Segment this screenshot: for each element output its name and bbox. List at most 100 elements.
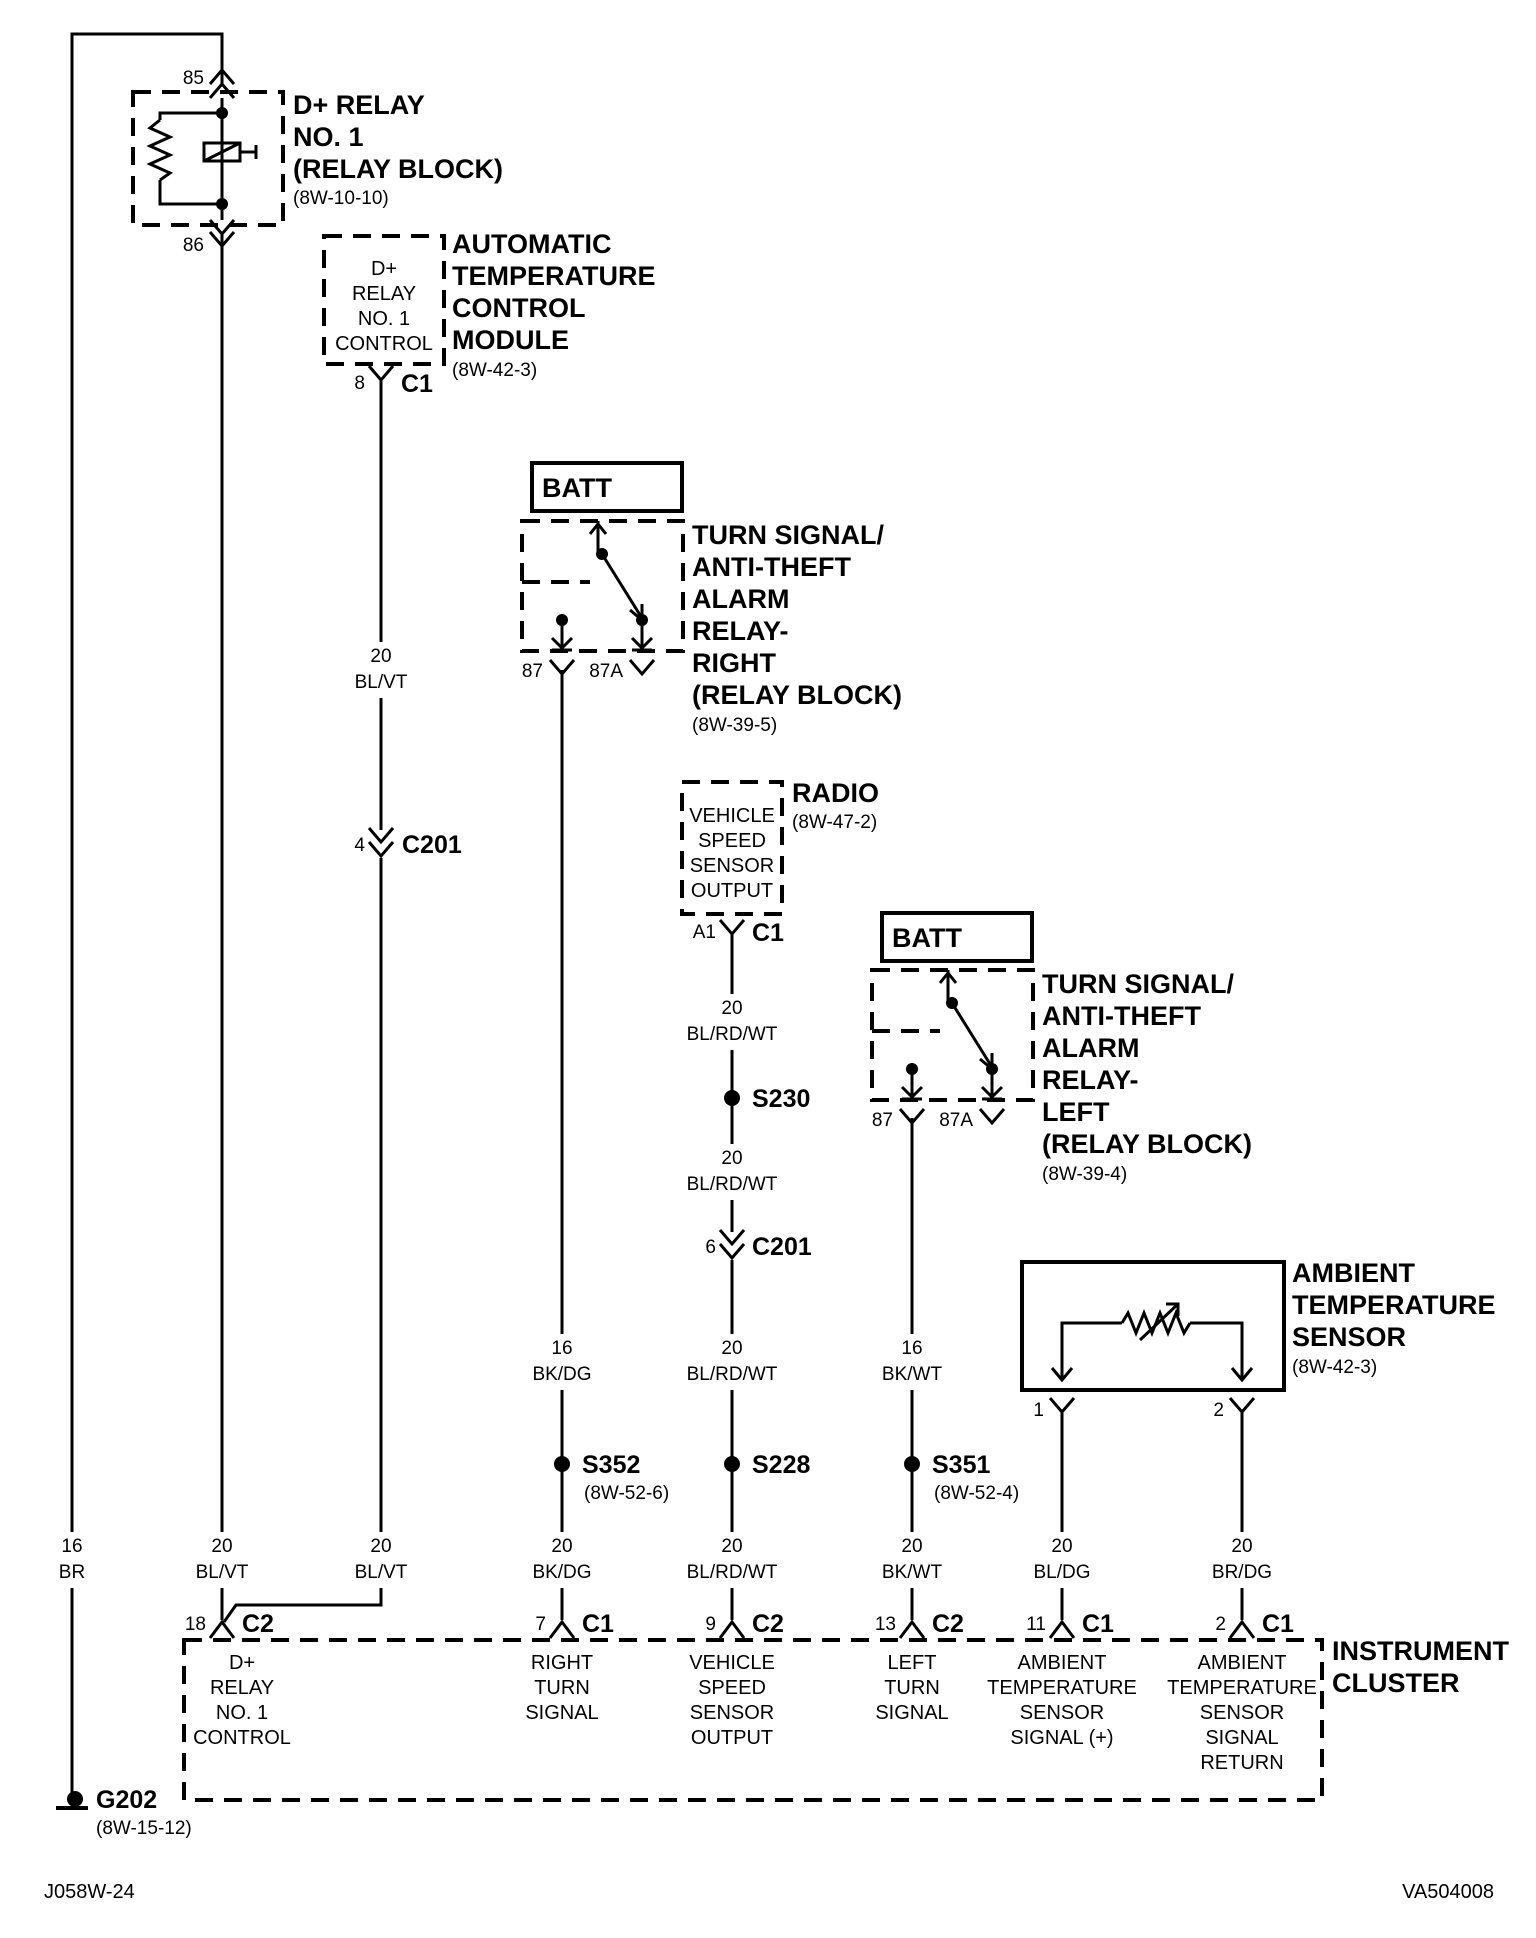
atc-title-4: MODULE	[452, 325, 569, 355]
cluster-pin-18-connector: C2	[242, 1610, 274, 1638]
c201-a-name: C201	[402, 831, 462, 859]
s228-name: S228	[752, 1451, 810, 1479]
cluster-pin-13-label-1: LEFT	[888, 1652, 937, 1674]
inline-connector-c201-b: 6 C201	[705, 1229, 812, 1261]
atc-connector: C1	[401, 370, 433, 398]
sensor-pin-2: 2	[1213, 1400, 1224, 1421]
cluster-pin-13-label-3: SIGNAL	[875, 1702, 948, 1724]
wire-label-blrdwt-d-color: BL/RD/WT	[687, 1562, 778, 1583]
atc-title-3: CONTROL	[452, 293, 585, 323]
s352-ref: (8W-52-6)	[584, 1483, 669, 1504]
cluster-pin-11-label-2: TEMPERATURE	[987, 1677, 1137, 1699]
wire-label-blrdwt-c-color: BL/RD/WT	[687, 1364, 778, 1385]
cluster-pin-9-label-2: SPEED	[698, 1677, 766, 1699]
splice-s351: S351 (8W-52-4)	[904, 1451, 1019, 1504]
right-title-1: TURN SIGNAL/	[692, 520, 884, 550]
radio-box-line-3: SENSOR	[690, 855, 774, 877]
cluster-pin-2-label-5: RETURN	[1200, 1752, 1283, 1774]
cluster-pin-9-label-3: SENSOR	[690, 1702, 774, 1724]
cluster-pin-11-connector: C1	[1082, 1610, 1114, 1638]
wire-16-br	[70, 32, 224, 1797]
radio-box-line-4: OUTPUT	[691, 880, 773, 902]
radio-ref: (8W-47-2)	[792, 812, 877, 833]
cluster-pin-11: 11	[1026, 1614, 1046, 1635]
relay-pin-85: 85	[183, 68, 204, 89]
footer-right-code: VA504008	[1402, 1881, 1494, 1903]
cluster-pin-11-label-3: SENSOR	[1020, 1702, 1104, 1724]
radio-box-line-2: SPEED	[698, 830, 766, 852]
footer-left-code: J058W-24	[44, 1881, 135, 1903]
atc-box-line-4: CONTROL	[335, 333, 433, 355]
wire-label-blrdwt-b-color: BL/RD/WT	[687, 1174, 778, 1195]
s352-name: S352	[582, 1451, 640, 1479]
cluster-pin-9: 9	[705, 1614, 716, 1635]
ground-ref: (8W-15-12)	[96, 1818, 192, 1839]
s351-ref: (8W-52-4)	[934, 1483, 1019, 1504]
turn-relay-left: BATT 87 87A TURN SIGNAL/ ANTI-THEFT ALAR…	[870, 911, 1252, 1185]
atc-box-line-1: D+	[371, 258, 397, 280]
cluster-pin-18-label-4: CONTROL	[193, 1727, 291, 1749]
left-ref: (8W-39-4)	[1042, 1164, 1127, 1185]
atc-box-line-3: NO. 1	[358, 308, 410, 330]
wire-label-blvt-a-color: BL/VT	[196, 1562, 249, 1583]
relay-title-3: (RELAY BLOCK)	[293, 154, 503, 184]
wire-label-blrdwt-d-gauge: 20	[721, 1536, 742, 1557]
sensor-title-2: TEMPERATURE	[1292, 1290, 1496, 1320]
d-relay-no1: 85 86 D+ RELAY NO. 1 (RELAY BLOCK) (8W-1…	[131, 67, 503, 256]
left-pin-87: 87	[872, 1110, 893, 1131]
cluster-pin-2-label-2: TEMPERATURE	[1167, 1677, 1317, 1699]
atc-ref: (8W-42-3)	[452, 360, 537, 381]
splice-s352: S352 (8W-52-6)	[554, 1451, 669, 1504]
wire-label-blvt-c-gauge: 20	[370, 1536, 391, 1557]
ground-name: G202	[96, 1786, 157, 1814]
inline-connector-c201-a: 4 C201	[354, 827, 462, 859]
ambient-temp-sensor: 1 2 AMBIENT TEMPERATURE SENSOR (8W-42-3)	[1020, 1258, 1496, 1421]
s351-name: S351	[932, 1451, 990, 1479]
c201-b-pin: 6	[705, 1237, 716, 1258]
atc-pin: 8	[354, 373, 365, 394]
left-title-5: LEFT	[1042, 1097, 1110, 1127]
cluster-pin-2: 2	[1215, 1614, 1226, 1635]
c201-b-name: C201	[752, 1233, 812, 1261]
cluster-pin-2-label-1: AMBIENT	[1198, 1652, 1287, 1674]
wire-label-bkwt-a-color: BK/WT	[882, 1364, 943, 1385]
relay-pin-86: 86	[183, 235, 204, 256]
instrument-cluster: INSTRUMENT CLUSTER 18 C2 D+ RELAY NO. 1 …	[182, 1610, 1509, 1802]
cluster-title-1: INSTRUMENT	[1332, 1636, 1509, 1666]
atc-module: D+ RELAY NO. 1 CONTROL 8 C1 AUTOMATIC TE…	[322, 229, 656, 398]
cluster-pin-18-label-1: D+	[229, 1652, 255, 1674]
right-title-5: RIGHT	[692, 648, 777, 678]
left-title-3: ALARM	[1042, 1033, 1139, 1063]
cluster-pin-18-label-2: RELAY	[210, 1677, 274, 1699]
cluster-pin-13-label-2: TURN	[884, 1677, 940, 1699]
wire-label-br-gauge: 16	[61, 1536, 82, 1557]
wire-labels: 16 BR 20 BL/VT 20 BL/VT 20 BL/VT 16 BK/D…	[52, 642, 1274, 1588]
batt-left: BATT	[892, 923, 962, 953]
cluster-pin-2-label-4: SIGNAL	[1205, 1727, 1278, 1749]
wire-label-brdg-color: BR/DG	[1212, 1562, 1272, 1583]
wire-label-bkwt-b-color: BK/WT	[882, 1562, 943, 1583]
ground-g202: G202 (8W-15-12)	[56, 1786, 192, 1839]
relay-title-2: NO. 1	[293, 122, 364, 152]
cluster-pin-18-label-3: NO. 1	[216, 1702, 268, 1724]
s230-name: S230	[752, 1085, 810, 1113]
atc-title-1: AUTOMATIC	[452, 229, 611, 259]
splice-s230: S230	[724, 1085, 810, 1113]
wire-label-bkdg-a-color: BK/DG	[532, 1364, 591, 1385]
sensor-title-1: AMBIENT	[1292, 1258, 1415, 1288]
wire-label-blrdwt-a-gauge: 20	[721, 998, 742, 1019]
left-pin-87a: 87A	[939, 1110, 973, 1131]
wire-label-blvt-a-gauge: 20	[211, 1536, 232, 1557]
sensor-ref: (8W-42-3)	[1292, 1357, 1377, 1378]
cluster-pin-7: 7	[535, 1614, 546, 1635]
right-pin-87: 87	[522, 661, 543, 682]
cluster-pin-18: 18	[185, 1614, 206, 1635]
sensor-title-3: SENSOR	[1292, 1322, 1406, 1352]
atc-title-2: TEMPERATURE	[452, 261, 656, 291]
wire-label-blrdwt-c-gauge: 20	[721, 1338, 742, 1359]
wire-label-bkwt-a-gauge: 16	[901, 1338, 922, 1359]
cluster-pin-7-label-1: RIGHT	[531, 1652, 593, 1674]
cluster-pin-9-connector: C2	[752, 1610, 784, 1638]
wire-label-bkdg-a-gauge: 16	[551, 1338, 572, 1359]
cluster-title-2: CLUSTER	[1332, 1668, 1460, 1698]
